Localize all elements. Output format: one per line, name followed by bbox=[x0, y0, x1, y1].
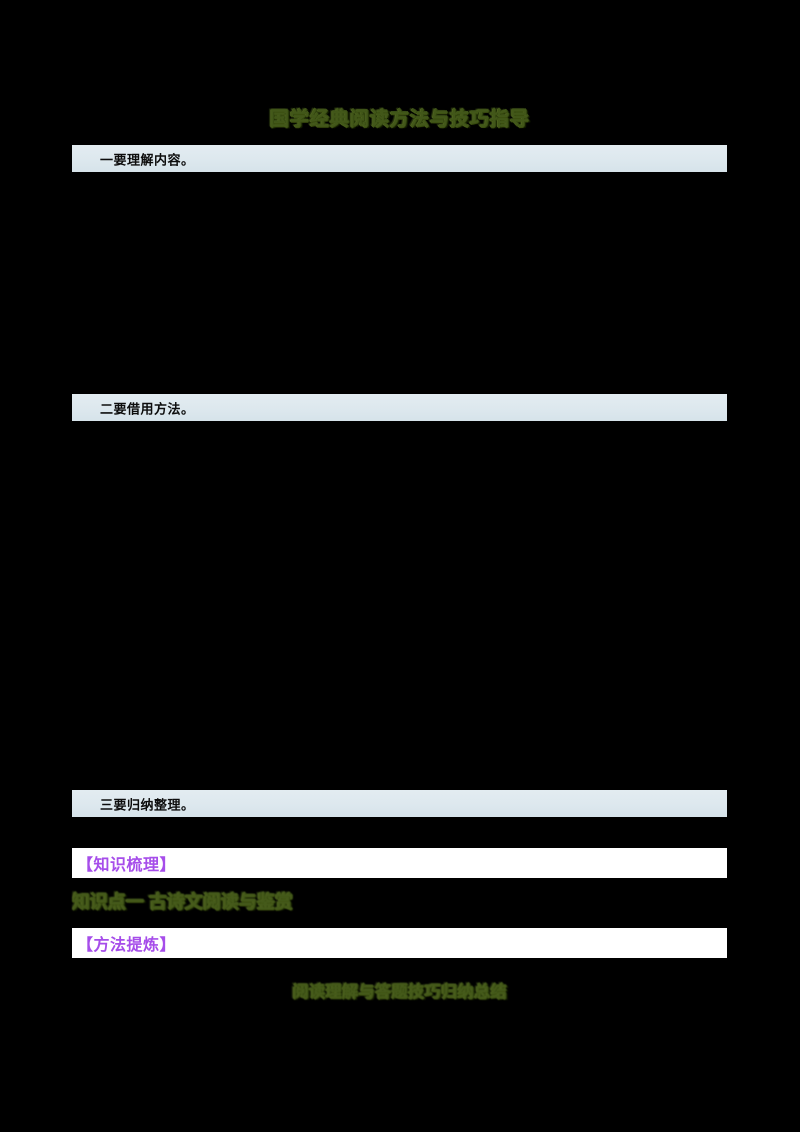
footer-obscured-text: 阅读理解与答题技巧归纳总结 bbox=[292, 984, 508, 1001]
section-header-band-one: 一要理解内容。 bbox=[72, 145, 727, 172]
knowledge-review-band: 【知识梳理】 bbox=[72, 848, 727, 878]
section-two-label: 二要借用方法。 bbox=[100, 401, 195, 416]
section-header-band-two: 二要借用方法。 bbox=[72, 394, 727, 421]
section-one-body-redacted bbox=[72, 172, 727, 394]
knowledge-review-label: 【知识梳理】 bbox=[77, 857, 177, 874]
section-two-body-redacted bbox=[72, 421, 727, 790]
document-title: 国学经典阅读方法与技巧指导 bbox=[269, 109, 530, 130]
section-header-band-three: 三要归纳整理。 bbox=[72, 790, 727, 817]
method-refinement-label: 【方法提炼】 bbox=[77, 937, 177, 954]
section-one-label: 一要理解内容。 bbox=[100, 152, 195, 167]
section-three-label: 三要归纳整理。 bbox=[100, 797, 195, 812]
knowledge-review-obscured-text: 知识点一 古诗文阅读与鉴赏 bbox=[72, 892, 293, 912]
section-three-body-redacted bbox=[72, 817, 727, 848]
method-refinement-band: 【方法提炼】 bbox=[72, 928, 727, 958]
